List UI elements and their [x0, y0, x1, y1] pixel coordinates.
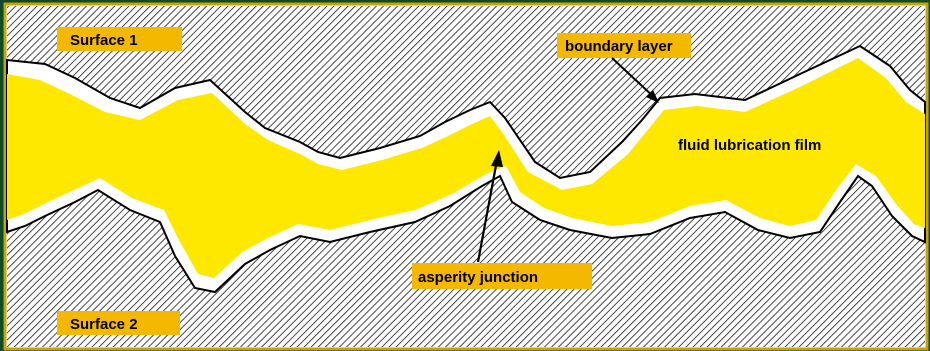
- asperity-junction-arrow: [476, 150, 503, 263]
- surface-2-label: Surface 2: [70, 316, 138, 333]
- surface-1-label-box: [57, 27, 182, 51]
- surface-2-label-box: [57, 311, 180, 335]
- surface-1-label: Surface 1: [70, 32, 138, 49]
- fluid-film-label: fluid lubrication film: [678, 137, 821, 154]
- asperity-junction-label-box: [412, 263, 592, 289]
- boundary-layer-label: boundary layer: [565, 38, 673, 55]
- boundary-layer-arrow: [611, 57, 659, 103]
- fluid-film-region: [7, 58, 925, 278]
- asperity-junction-label: asperity junction: [418, 269, 538, 286]
- boundary-layer-label-box: [557, 33, 691, 58]
